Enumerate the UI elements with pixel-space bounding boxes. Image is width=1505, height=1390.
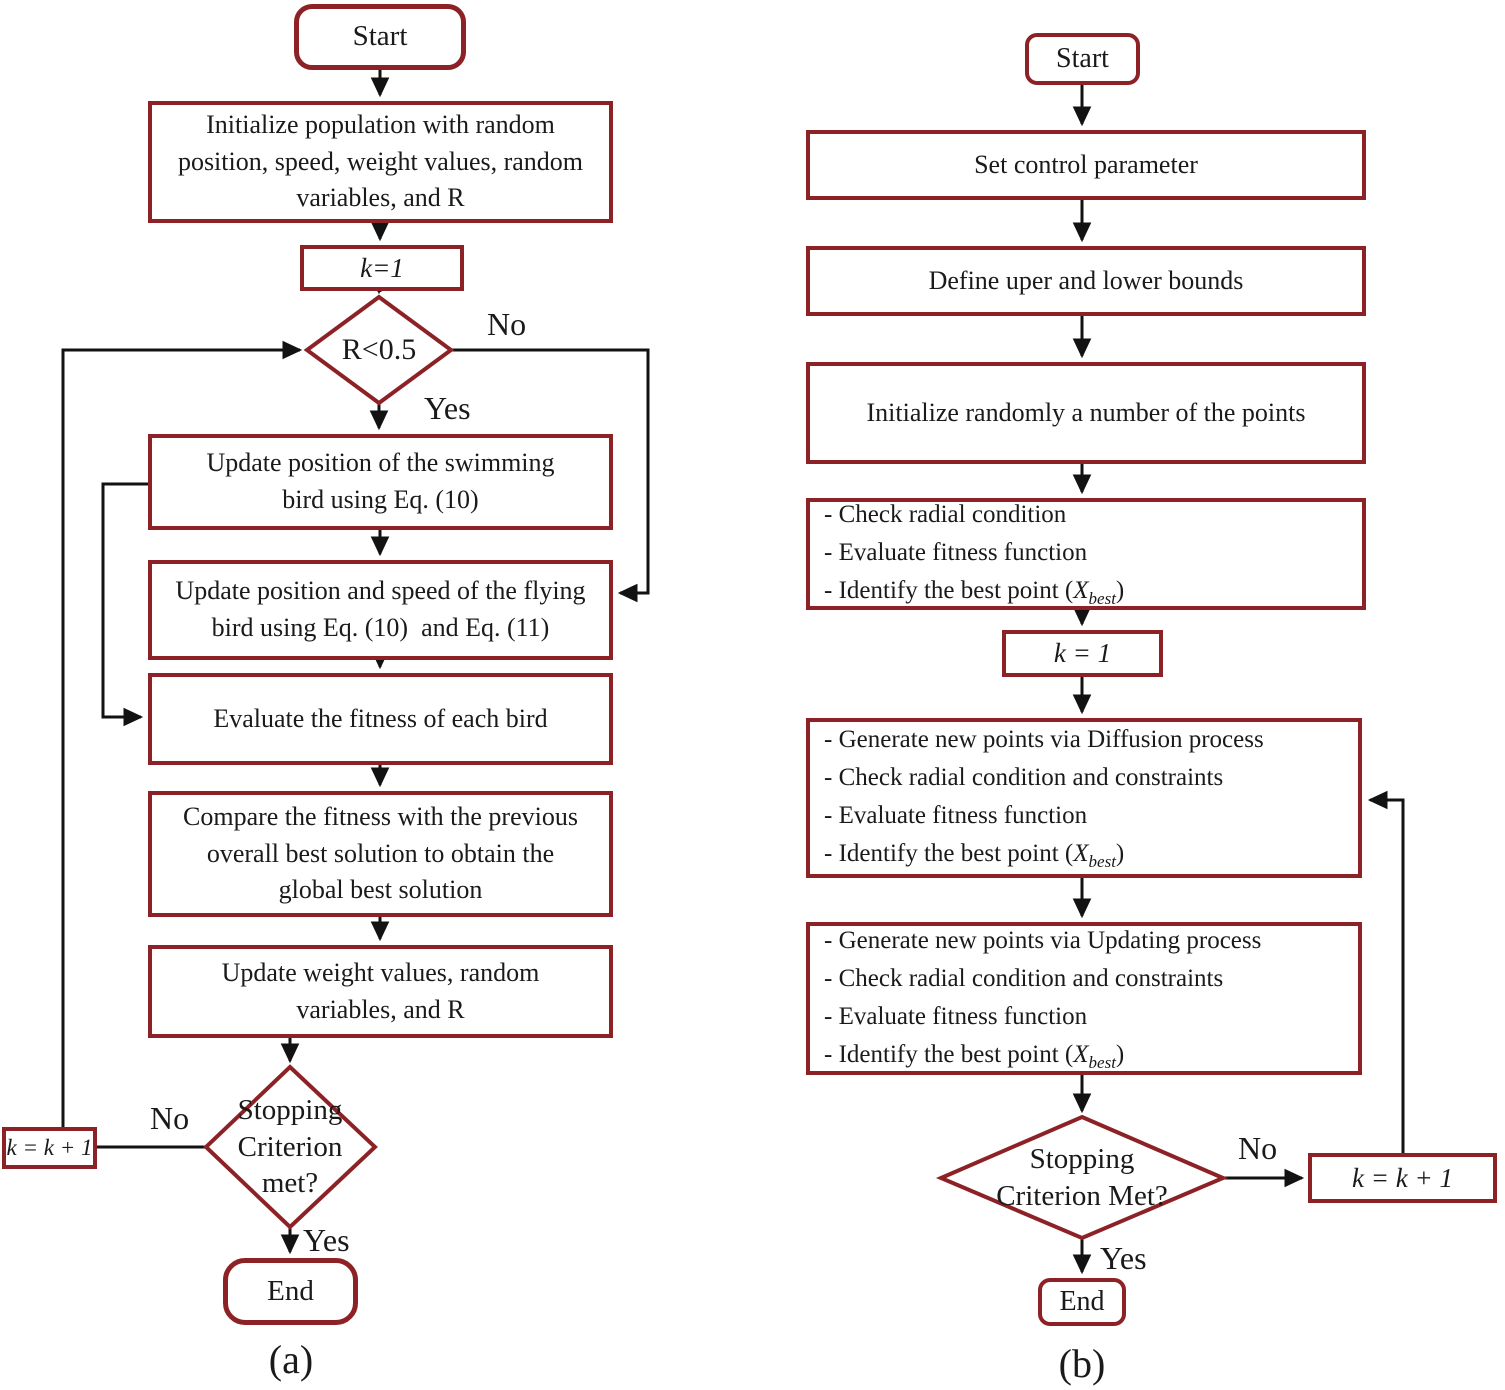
- process-k-increment-b: k = k + 1: [1308, 1153, 1497, 1203]
- decision-label-r: R<0.5: [307, 318, 451, 382]
- process-k-equals-1-a: k=1: [300, 245, 464, 291]
- process-update-flying-bird: Update position and speed of the flying …: [148, 560, 613, 660]
- process-updating-step: - Generate new points via Updating proce…: [806, 922, 1362, 1075]
- branch-label-yes: Yes: [424, 390, 471, 426]
- terminal-label: Start: [1056, 43, 1109, 75]
- identify-prefix: - Identify the best point (: [824, 577, 1074, 605]
- panel-caption-a: (a): [268, 1337, 314, 1382]
- process-line: position, speed, weight values, random: [177, 146, 584, 176]
- terminal-label: End: [267, 1274, 314, 1307]
- decision-label-stopping-a: Stopping Criterion met?: [206, 1090, 374, 1204]
- identify-prefix: - Identify the best point (: [824, 1040, 1074, 1068]
- process-line: bird using Eq. (10): [282, 485, 479, 514]
- decision-line: R<0.5: [341, 333, 417, 367]
- process-line: Initialize randomly a number of the poin…: [866, 397, 1306, 427]
- process-line: Evaluate the fitness of each bird: [213, 703, 548, 733]
- decision-line: Stopping: [237, 1094, 343, 1127]
- decision-diamond-stop-b: [935, 1114, 1229, 1241]
- decision-line: met?: [261, 1167, 319, 1200]
- process-line-identify: - Identify the best point (Xbest): [824, 835, 1124, 875]
- connector-a-no-branch: [451, 348, 650, 603]
- connector-a-kk1-return: [61, 340, 303, 1127]
- identify-prefix: - Identify the best point (: [824, 840, 1074, 868]
- process-line: variables, and R: [296, 994, 465, 1024]
- process-line: Set control parameter: [974, 149, 1198, 179]
- process-line: Compare the fitness with the previous: [183, 801, 578, 831]
- process-line: - Evaluate fitness function: [824, 539, 1088, 567]
- process-line-identify: - Identify the best point (Xbest): [824, 1036, 1124, 1076]
- process-line: Initialize population with random: [206, 109, 555, 139]
- connector-b-kk1-return: [1367, 790, 1405, 1153]
- identify-suffix: ): [1115, 1040, 1125, 1068]
- process-set-control-parameter: Set control parameter: [806, 130, 1366, 200]
- process-line: - Check radial condition and constraints: [824, 764, 1224, 792]
- terminal-start-a: Start: [294, 4, 466, 70]
- decision-diamond-stop-a: [203, 1064, 378, 1230]
- process-line: bird using Eq. (10) and Eq. (11): [211, 613, 550, 642]
- identify-subscript: best: [1088, 1052, 1116, 1072]
- process-compare-fitness: Compare the fitness with the previous ov…: [148, 791, 613, 917]
- terminal-end-b: End: [1038, 1278, 1126, 1326]
- process-line-identify: - Identify the best point (Xbest): [824, 572, 1124, 612]
- branch-label-yes: Yes: [303, 1222, 350, 1258]
- branch-label-no: No: [1238, 1130, 1278, 1166]
- process-evaluate-fitness: Evaluate the fitness of each bird: [148, 673, 613, 765]
- decision-line: Stopping: [1029, 1143, 1135, 1176]
- terminal-start-b: Start: [1025, 33, 1140, 85]
- process-line: k = 1: [1053, 638, 1112, 669]
- process-k-increment-a: k = k + 1: [2, 1127, 97, 1169]
- process-line: Update position and speed of the flying: [175, 576, 586, 606]
- process-define-bounds: Define uper and lower bounds: [806, 246, 1366, 316]
- process-line: variables, and R: [296, 183, 465, 213]
- process-update-weights: Update weight values, random variables, …: [148, 945, 613, 1038]
- process-line: Define uper and lower bounds: [928, 265, 1244, 295]
- identify-x-symbol: X: [1073, 1040, 1089, 1068]
- process-line: Update position of the swimming: [206, 448, 555, 478]
- process-check-evaluate-identify: - Check radial condition - Evaluate fitn…: [806, 498, 1366, 610]
- terminal-label: Start: [352, 20, 408, 53]
- panel-caption-b: (b): [1058, 1341, 1106, 1386]
- connector-a-swim-skip-loop: [101, 482, 148, 727]
- decision-diamond-r: [303, 294, 455, 406]
- branch-label-yes: Yes: [1100, 1240, 1147, 1276]
- decision-line: Criterion Met?: [996, 1180, 1168, 1212]
- terminal-end-a: End: [223, 1258, 358, 1325]
- process-update-swimming-bird: Update position of the swimming bird usi…: [148, 434, 613, 530]
- identify-x-symbol: X: [1073, 577, 1089, 605]
- process-line: - Generate new points via Updating proce…: [824, 926, 1262, 954]
- decision-line: Criterion: [237, 1130, 343, 1163]
- identify-subscript: best: [1088, 852, 1116, 872]
- process-line: global best solution: [278, 875, 483, 905]
- process-diffusion-step: - Generate new points via Diffusion proc…: [806, 718, 1362, 878]
- decision-label-stopping-b: Stopping Criterion Met?: [941, 1140, 1223, 1216]
- branch-label-no: No: [150, 1100, 190, 1136]
- process-line: k = k + 1: [1352, 1162, 1453, 1193]
- process-initialize-population: Initialize population with random positi…: [148, 101, 613, 223]
- process-line: Update weight values, random: [221, 957, 540, 987]
- process-line: k = k + 1: [6, 1134, 93, 1160]
- branch-label-no: No: [487, 306, 527, 342]
- process-line: overall best solution to obtain the: [206, 838, 555, 868]
- process-line: - Check radial condition and constraints: [824, 964, 1224, 992]
- process-line: - Evaluate fitness function: [824, 802, 1088, 830]
- identify-x-symbol: X: [1073, 840, 1089, 868]
- identify-suffix: ): [1115, 840, 1125, 868]
- process-k-equals-1-b: k = 1: [1002, 630, 1163, 677]
- process-line: - Evaluate fitness function: [824, 1002, 1088, 1030]
- process-line: k=1: [360, 252, 404, 283]
- identify-suffix: ): [1115, 577, 1125, 605]
- process-line: - Check radial condition: [824, 501, 1067, 529]
- process-line: - Generate new points via Diffusion proc…: [824, 726, 1264, 754]
- terminal-label: End: [1059, 1286, 1105, 1318]
- identify-subscript: best: [1088, 589, 1116, 609]
- process-initialize-points: Initialize randomly a number of the poin…: [806, 362, 1366, 464]
